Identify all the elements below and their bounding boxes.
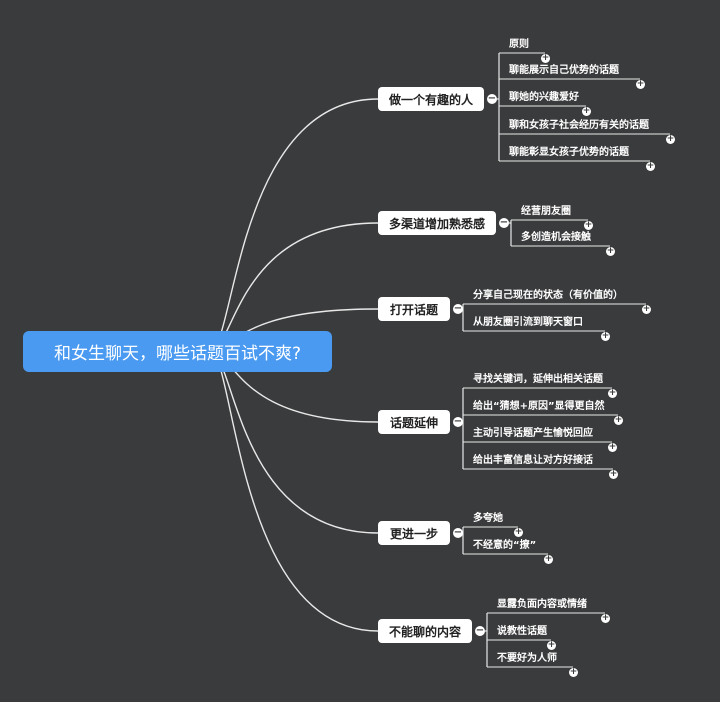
leaf-topic[interactable]: 聊能彰显女孩子优势的话题: [509, 147, 629, 158]
leaf-topic[interactable]: 分享自己现在的状态（有价值的）: [473, 290, 623, 301]
leaf-topic[interactable]: 主动引导话题产生愉悦回应: [473, 428, 593, 439]
leaf-topic[interactable]: 多夸她: [473, 513, 503, 524]
branch-topic[interactable]: 话题延伸: [378, 410, 450, 434]
expand-icon[interactable]: +: [646, 161, 655, 171]
expand-icon[interactable]: +: [608, 442, 617, 452]
collapse-icon[interactable]: −: [487, 93, 497, 104]
leaf-topic[interactable]: 不经意的“撩”: [473, 540, 537, 551]
expand-icon[interactable]: +: [601, 613, 610, 623]
expand-icon[interactable]: +: [547, 640, 556, 650]
root-connector: [209, 350, 379, 534]
expand-icon[interactable]: +: [544, 554, 553, 564]
leaf-topic[interactable]: 说教性话题: [497, 626, 547, 637]
leaf-topic[interactable]: 多创造机会接触: [521, 232, 591, 243]
leaf-topic[interactable]: 原则: [509, 39, 529, 50]
branch-topic[interactable]: 多渠道增加熟悉感: [378, 211, 496, 235]
leaf-topic[interactable]: 寻找关键词，延伸出相关话题: [473, 374, 603, 385]
leaf-topic[interactable]: 从朋友圈引流到聊天窗口: [473, 317, 583, 328]
expand-icon[interactable]: +: [601, 331, 610, 341]
leaf-topic[interactable]: 不要好为人师: [497, 653, 557, 664]
branch-topic[interactable]: 做一个有趣的人: [378, 87, 484, 111]
expand-icon[interactable]: +: [614, 415, 623, 425]
leaf-topic[interactable]: 给出丰富信息让对方好接话: [473, 455, 593, 466]
expand-icon[interactable]: +: [582, 106, 591, 116]
leaf-topic[interactable]: 聊和女孩子社会经历有关的话题: [509, 120, 649, 131]
expand-icon[interactable]: +: [666, 134, 675, 144]
branch-topic[interactable]: 不能聊的内容: [378, 619, 472, 643]
expand-icon[interactable]: +: [569, 667, 578, 677]
expand-icon[interactable]: +: [636, 79, 645, 89]
branch-topic[interactable]: 打开话题: [378, 297, 450, 321]
leaf-topic[interactable]: 聊能展示自己优势的话题: [509, 65, 619, 76]
collapse-icon[interactable]: −: [453, 303, 463, 314]
branch-topic[interactable]: 更进一步: [378, 521, 450, 545]
expand-icon[interactable]: +: [584, 220, 593, 230]
leaf-topic[interactable]: 给出“猜想+原因”显得更自然: [473, 401, 605, 412]
collapse-icon[interactable]: −: [453, 527, 463, 538]
expand-icon[interactable]: +: [514, 527, 523, 537]
expand-icon[interactable]: +: [541, 53, 550, 63]
expand-icon[interactable]: +: [609, 469, 618, 479]
collapse-icon[interactable]: −: [499, 217, 509, 228]
root-topic[interactable]: 和女生聊天，哪些话题百试不爽?: [23, 331, 332, 372]
collapse-icon[interactable]: −: [453, 416, 463, 427]
leaf-topic[interactable]: 显露负面内容或情绪: [497, 599, 587, 610]
leaf-topic[interactable]: 经营朋友圈: [521, 206, 571, 217]
expand-icon[interactable]: +: [606, 246, 615, 256]
collapse-icon[interactable]: −: [475, 625, 485, 636]
leaf-topic[interactable]: 聊她的兴趣爱好: [509, 92, 579, 103]
root-connector: [209, 350, 379, 632]
expand-icon[interactable]: +: [642, 304, 651, 314]
expand-icon[interactable]: +: [608, 388, 617, 398]
